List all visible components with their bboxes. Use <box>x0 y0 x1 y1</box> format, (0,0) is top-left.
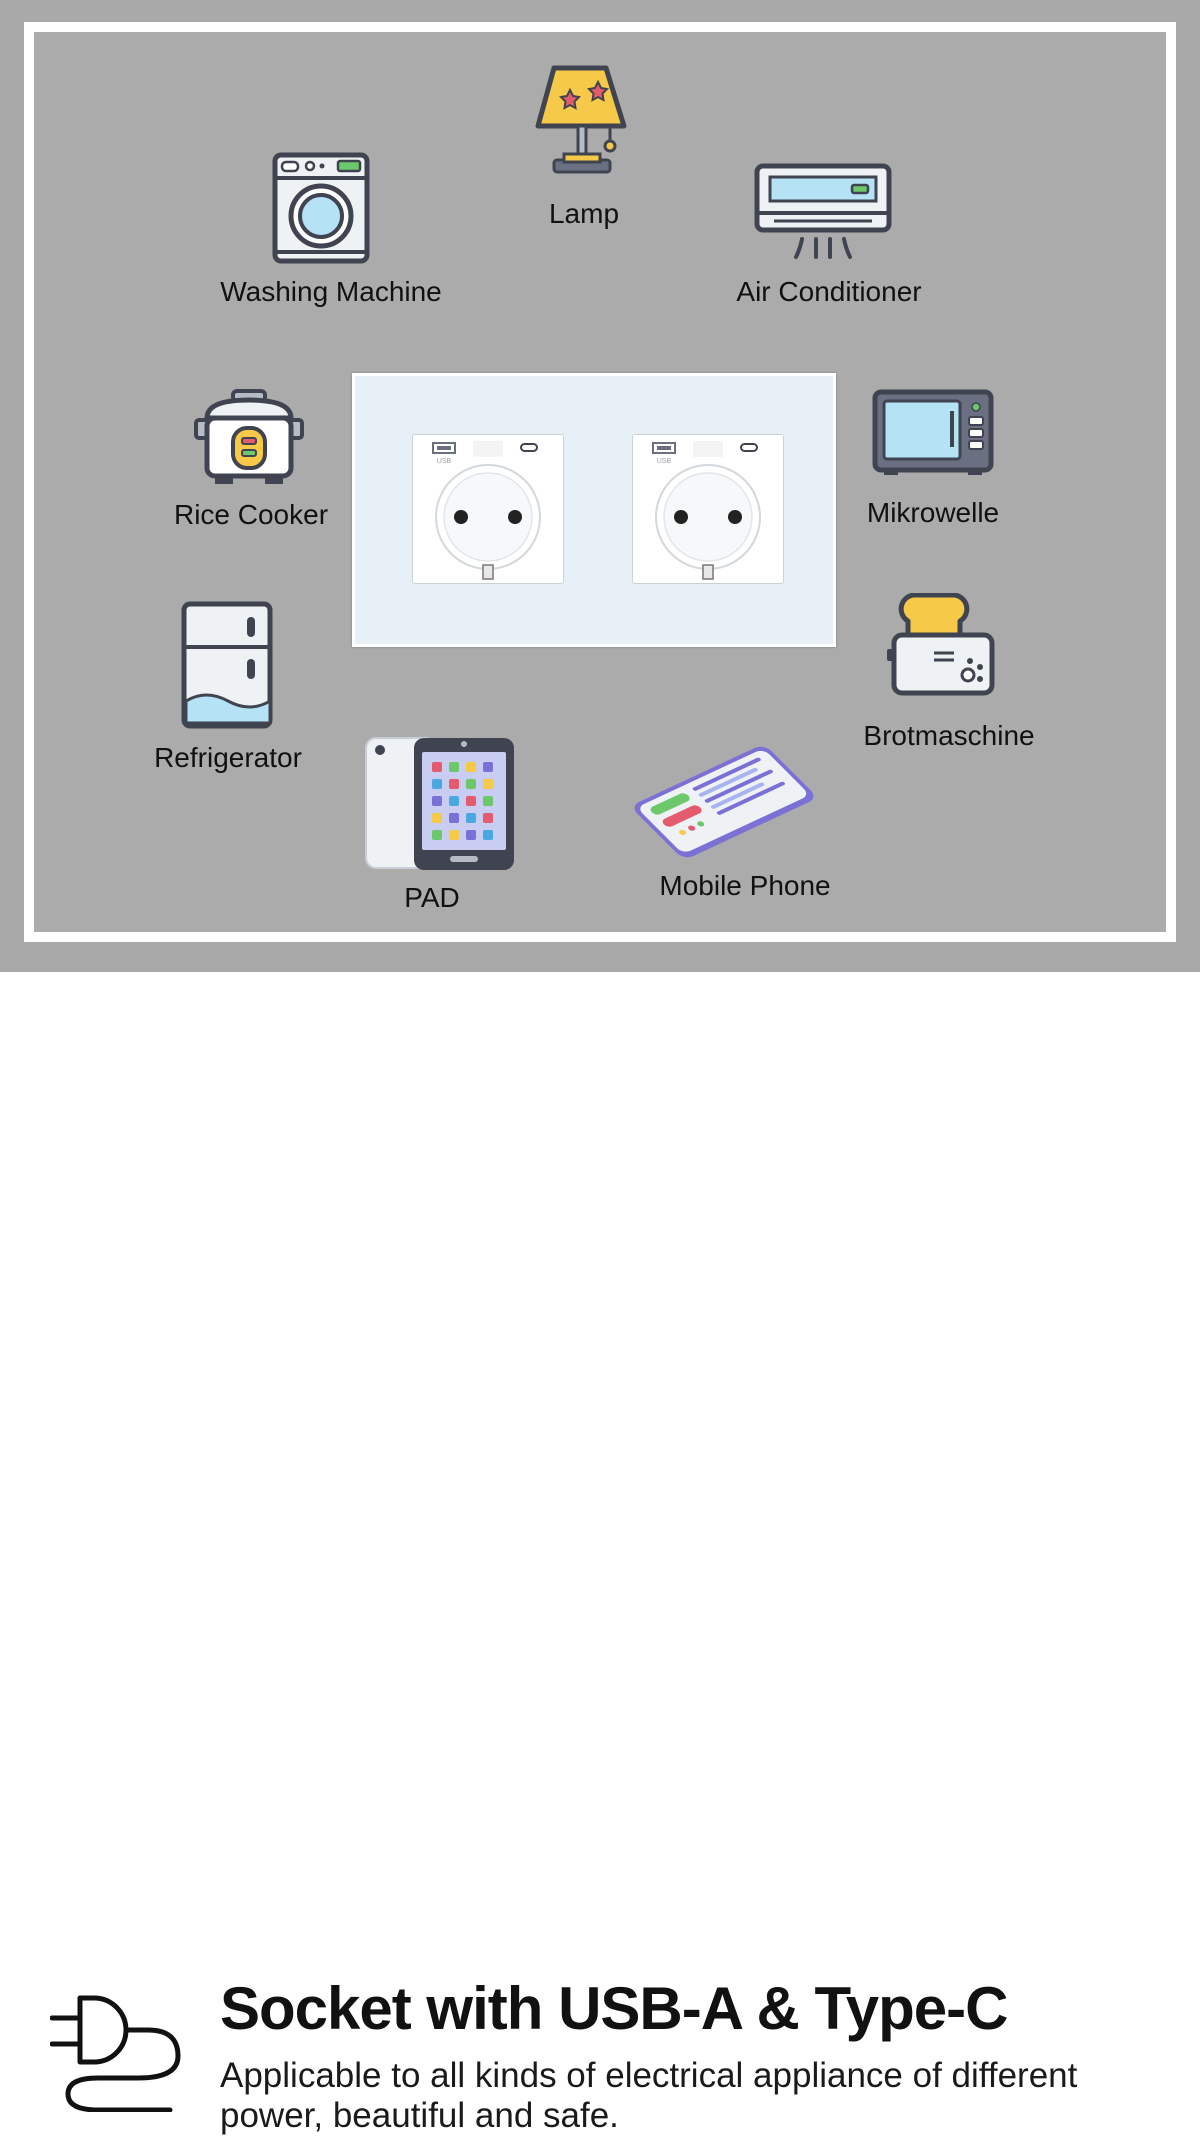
microwave-label: Mikrowelle <box>866 497 1000 528</box>
tablet-app-icon <box>483 813 493 823</box>
tablet-app-icon <box>483 779 493 789</box>
refrigerator-icon <box>181 601 273 729</box>
air-conditioner-label: Air Conditioner <box>736 276 922 307</box>
tablet-app-icon <box>432 762 442 772</box>
toaster-icon <box>887 593 995 696</box>
tablet-app-icon <box>483 762 493 772</box>
rice-cooker-icon <box>194 389 304 484</box>
lamp-label: Lamp <box>548 198 620 229</box>
mobile-phone-icon <box>634 746 814 858</box>
washing-machine-label: Washing Machine <box>220 276 442 307</box>
socket-outlet-icon: USB <box>652 441 761 580</box>
tablet-app-icon <box>466 762 476 772</box>
headline-title: Socket with USB-A & Type-C <box>220 1975 1008 2042</box>
tablet-app-icon <box>432 813 442 823</box>
tablet-app-icon <box>449 830 459 840</box>
socket-panel: USB USB <box>352 373 836 647</box>
tablet-app-icon <box>483 796 493 806</box>
air-conditioner-icon <box>754 163 892 259</box>
info-section: Socket with USB-A & Type-C Applicable to… <box>0 972 1200 2135</box>
tablet-app-icon <box>483 830 493 840</box>
hero-image: Lamp Washing Machine Air Conditioner <box>0 0 1200 972</box>
mobile-phone-label: Mobile Phone <box>659 870 831 901</box>
tablet-app-icon <box>466 830 476 840</box>
tablet-app-icon <box>432 830 442 840</box>
lamp-icon <box>535 65 627 174</box>
tablet-app-icon <box>432 796 442 806</box>
socket-left[interactable]: USB <box>412 434 564 584</box>
svg-text:USB: USB <box>657 458 672 465</box>
tablet-app-icon <box>466 813 476 823</box>
rice-cooker-label: Rice Cooker <box>173 499 329 530</box>
toaster-label: Brotmaschine <box>863 720 1035 751</box>
tablet-icon <box>365 737 514 870</box>
tablet-app-icon <box>449 813 459 823</box>
headline-subtitle: Applicable to all kinds of electrical ap… <box>220 2056 1078 2135</box>
tablet-app-icon <box>432 779 442 789</box>
refrigerator-label: Refrigerator <box>154 742 302 773</box>
plug-icon <box>50 1995 181 2112</box>
socket-right[interactable]: USB <box>632 434 784 584</box>
pad-label: PAD <box>404 882 460 913</box>
svg-text:USB: USB <box>437 458 452 465</box>
tablet-app-icon <box>449 779 459 789</box>
tablet-app-icon <box>449 796 459 806</box>
tablet-app-icon <box>449 762 459 772</box>
washing-machine-icon <box>272 152 370 264</box>
tablet-app-icon <box>466 796 476 806</box>
microwave-icon <box>872 389 994 475</box>
tablet-app-icon <box>466 779 476 789</box>
socket-outlet-icon: USB <box>432 441 541 580</box>
